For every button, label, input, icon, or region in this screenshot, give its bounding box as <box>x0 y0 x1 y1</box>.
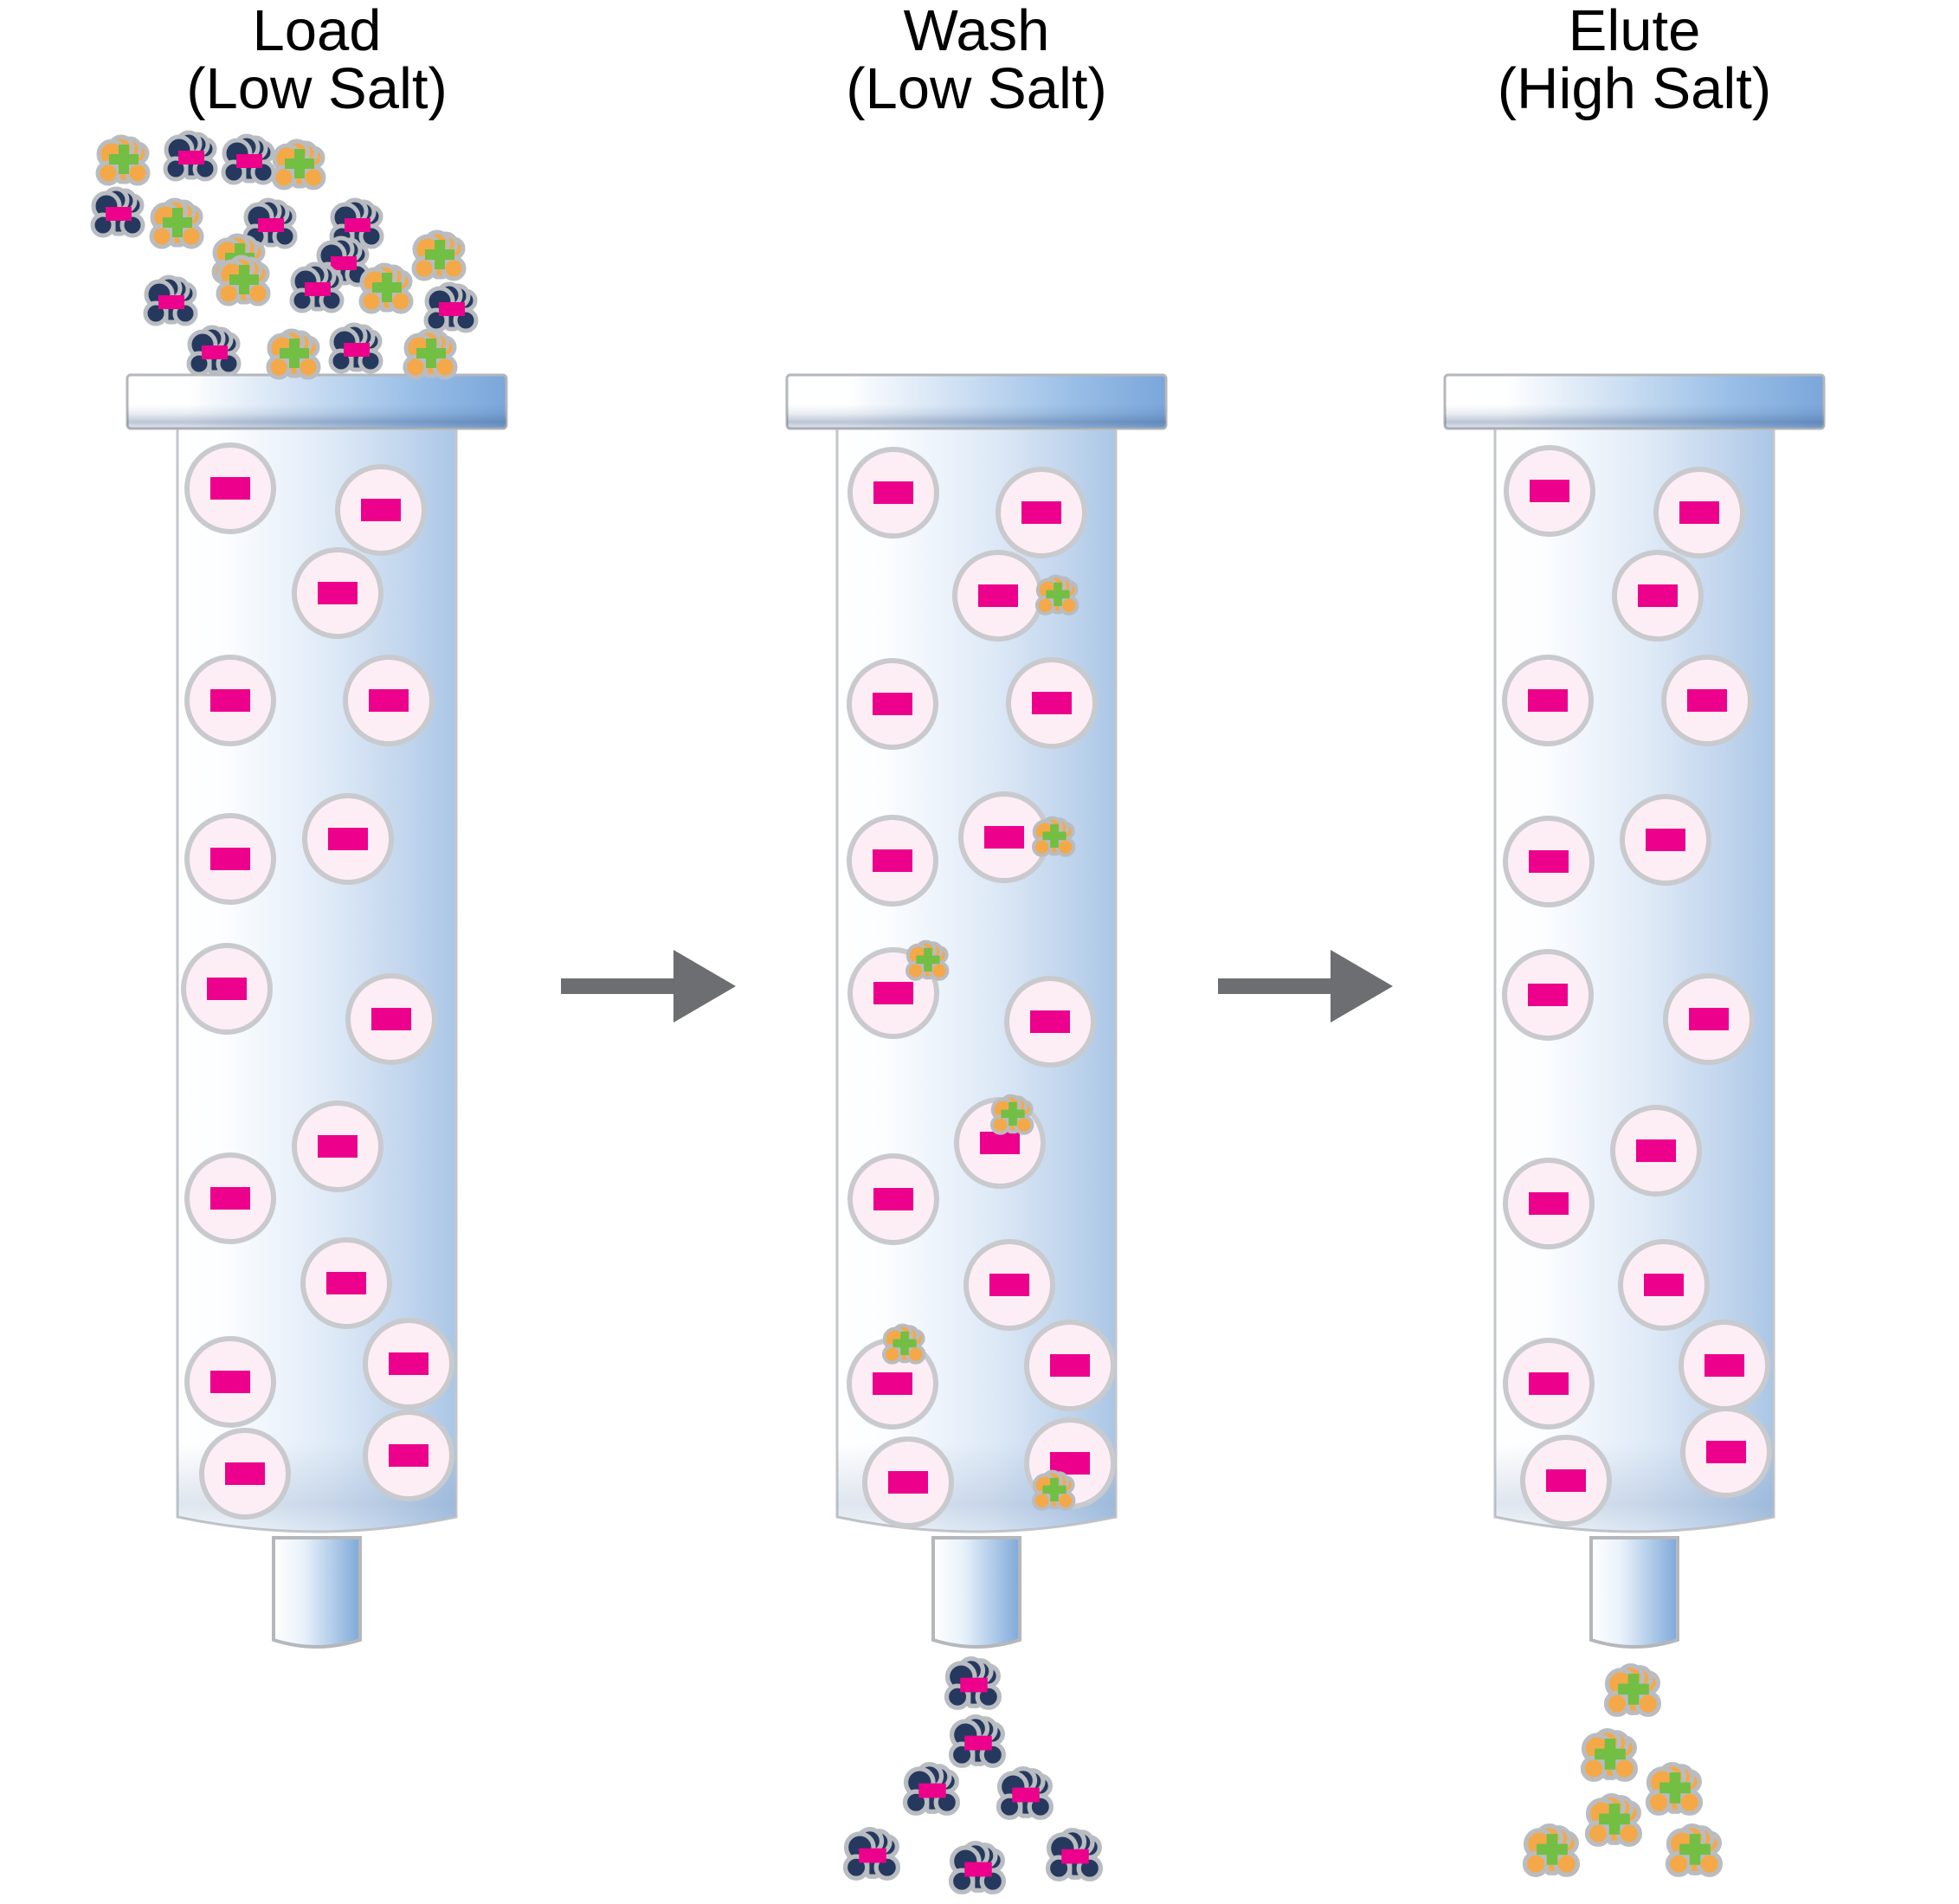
stage-title-load: Load (Low Salt) <box>92 2 542 118</box>
outflow-protein-positive <box>1588 1796 1640 1845</box>
outflow-protein-negative <box>1048 1830 1101 1880</box>
arrows-layer <box>561 950 1393 1023</box>
stage-title-load-line1: Load <box>252 0 382 63</box>
sample-protein-negative <box>223 136 274 183</box>
column-cap-shade <box>127 375 506 429</box>
bound-positive-protein <box>1034 1472 1073 1509</box>
sample-protein-positive <box>151 200 202 247</box>
stage-title-elute-line2: (High Salt) <box>1497 56 1772 121</box>
sample-protein-positive <box>414 232 464 279</box>
sample-protein-positive <box>268 331 319 378</box>
resin-bead <box>365 1320 452 1407</box>
resin-bead <box>1007 978 1093 1065</box>
outflow-protein-negative <box>951 1843 1004 1893</box>
resin-bead <box>365 1412 452 1499</box>
bound-positive-protein <box>907 942 947 979</box>
resin-bead <box>187 445 274 532</box>
sample-protein-positive <box>98 137 148 184</box>
sample-protein-positive <box>274 141 324 188</box>
sample-protein-negative <box>331 325 381 371</box>
bound-positive-protein <box>884 1326 924 1363</box>
outflow-protein-negative <box>846 1830 899 1879</box>
outflow-protein-positive <box>1525 1826 1578 1875</box>
resin-bead <box>850 1156 937 1242</box>
column-cap-shade <box>1445 375 1824 429</box>
resin-bead <box>865 1439 951 1526</box>
resin-bead <box>1506 448 1593 534</box>
step-arrow <box>561 950 736 1023</box>
resin-bead <box>1614 552 1701 639</box>
column-tip <box>1589 1536 1679 1649</box>
resin-bead <box>1027 1322 1113 1409</box>
resin-bead <box>1681 1322 1768 1409</box>
resin-bead <box>1622 797 1709 883</box>
resin-bead <box>184 946 270 1032</box>
resin-bead <box>187 816 274 902</box>
resin-bead <box>1621 1242 1707 1328</box>
resin-bead <box>1613 1107 1699 1194</box>
outflow-protein-negative <box>905 1765 958 1814</box>
resin-bead <box>849 817 936 904</box>
sample-protein-negative <box>426 284 476 331</box>
bound-positive-protein <box>1037 577 1077 614</box>
resin-bead <box>1523 1437 1609 1524</box>
resin-bead <box>1505 818 1592 905</box>
resin-bead <box>955 552 1041 639</box>
resin-bead <box>850 449 937 536</box>
step-arrow <box>1218 950 1393 1023</box>
column-tip <box>272 1536 362 1649</box>
resin-bead <box>348 976 435 1062</box>
resin-bead <box>1683 1409 1769 1495</box>
resin-bead <box>1008 660 1095 746</box>
sample-protein-negative <box>189 327 239 374</box>
resin-bead <box>338 467 424 553</box>
sample-protein-negative <box>165 132 216 179</box>
resin-bead <box>1505 657 1591 744</box>
outflow-protein-positive <box>1648 1765 1701 1814</box>
stage-title-wash-line1: Wash <box>903 0 1050 63</box>
resin-bead <box>187 657 274 744</box>
stage-title-elute: Elute (High Salt) <box>1409 2 1859 118</box>
sample-protein-positive <box>218 257 268 304</box>
resin-bead <box>187 1339 274 1425</box>
sample-protein-positive <box>361 265 411 312</box>
resin-bead <box>1505 952 1591 1038</box>
outflow-protein-positive <box>1668 1826 1721 1875</box>
outflow-protein-negative <box>999 1769 1052 1818</box>
outflow-protein-negative <box>951 1717 1004 1766</box>
bound-positive-protein <box>992 1096 1032 1133</box>
stage-title-wash: Wash (Low Salt) <box>751 2 1202 118</box>
resin-bead <box>294 550 381 636</box>
resin-bead <box>1656 469 1743 556</box>
stage-title-elute-line1: Elute <box>1568 0 1701 63</box>
resin-bead <box>305 796 391 882</box>
resin-bead <box>966 1242 1053 1328</box>
column-tip <box>931 1536 1021 1649</box>
resin-bead <box>1664 657 1750 744</box>
bound-positive-protein <box>1034 818 1073 855</box>
sample-protein-negative <box>292 264 342 311</box>
resin-bead <box>202 1430 288 1517</box>
resin-bead <box>1666 976 1752 1062</box>
sample-protein-positive <box>405 331 455 378</box>
resin-bead <box>187 1155 274 1242</box>
resin-bead <box>303 1240 390 1326</box>
outflow-protein-positive <box>1583 1731 1636 1780</box>
sample-protein-negative <box>93 189 143 236</box>
resin-bead <box>294 1103 381 1190</box>
outflow-protein-positive <box>1607 1666 1659 1715</box>
outflow-protein-negative <box>947 1659 1000 1708</box>
stage-title-wash-line2: (Low Salt) <box>846 56 1107 121</box>
resin-bead <box>1505 1160 1592 1247</box>
stage-title-load-line2: (Low Salt) <box>186 56 448 121</box>
resin-bead <box>998 469 1085 556</box>
resin-bead <box>849 661 936 747</box>
resin-bead <box>345 657 432 744</box>
sample-protein-negative <box>145 277 196 324</box>
column-cap-shade <box>787 375 1166 429</box>
resin-bead <box>1505 1340 1592 1427</box>
